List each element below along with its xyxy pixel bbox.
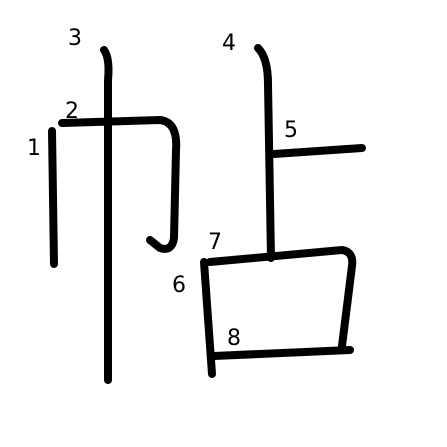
stroke-4 <box>254 44 275 262</box>
stroke-number-1: 1 <box>27 136 41 161</box>
stroke-number-7: 7 <box>208 230 222 255</box>
stroke-number-4: 4 <box>222 31 236 56</box>
stroke-number-5: 5 <box>284 118 298 143</box>
stroke-number-8: 8 <box>227 326 241 351</box>
stroke-number-2: 2 <box>65 99 79 124</box>
stroke-2 <box>58 116 181 253</box>
stroke-1 <box>48 127 58 268</box>
stroke-7 <box>206 246 357 350</box>
stroke-3 <box>100 46 113 384</box>
stroke-8 <box>210 346 354 360</box>
stroke-number-6: 6 <box>172 273 186 298</box>
stroke-5 <box>270 144 366 158</box>
stroke-number-3: 3 <box>68 26 82 51</box>
